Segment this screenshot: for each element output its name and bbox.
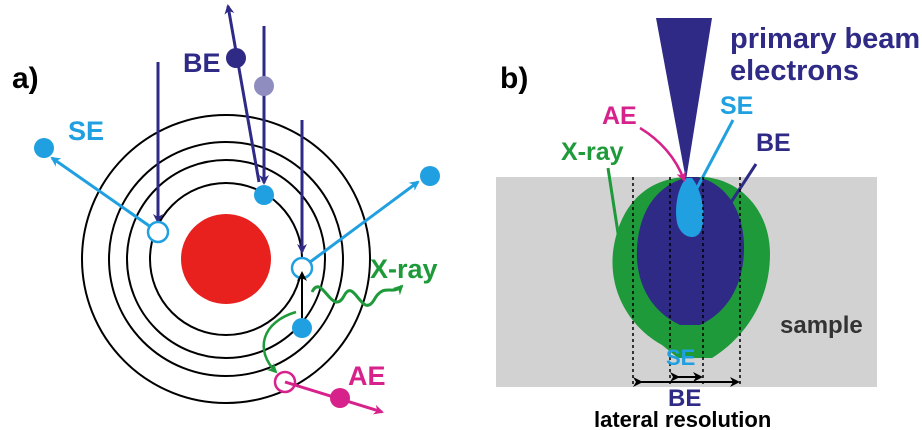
panel-a: a) BE SE X-ray AE xyxy=(12,4,440,415)
lateral-resolution-caption: lateral resolution xyxy=(594,407,771,430)
be-width-label: BE xyxy=(668,385,701,412)
primary-beam-cone xyxy=(656,18,712,180)
secondary-electron-right xyxy=(420,166,440,186)
electron-shell-second xyxy=(126,159,326,359)
panel-b-label: b) xyxy=(500,62,528,95)
ae-label-b: AE xyxy=(602,102,637,130)
se-arrow-right xyxy=(301,180,420,270)
se-interaction-volume xyxy=(676,178,704,237)
xray-label-a: X-ray xyxy=(370,254,438,284)
be-interaction-volume xyxy=(636,177,744,325)
beam-label-line2: electrons xyxy=(730,55,859,87)
electron-shell-third xyxy=(108,141,344,377)
auger-electron xyxy=(330,388,350,408)
se-label-b: SE xyxy=(720,92,753,120)
auger-transfer-arrow xyxy=(262,310,297,374)
incident-electron-ghost xyxy=(254,76,274,96)
se-arrow-left xyxy=(50,156,159,234)
be-label-a: BE xyxy=(183,48,221,78)
se-width-label: SE xyxy=(666,345,695,370)
se-label-a: SE xyxy=(68,116,104,146)
ae-label-a: AE xyxy=(348,361,386,391)
panel-a-label: a) xyxy=(12,62,39,95)
panel-b: b) sample primary beam electrons AE SE B… xyxy=(496,18,920,430)
relaxing-electron xyxy=(292,318,312,338)
hole-inner-shell xyxy=(146,220,170,244)
be-scatter-arrow xyxy=(224,4,261,183)
se-leader-line xyxy=(695,119,735,189)
ae-leader-line xyxy=(639,126,686,182)
hole-middle-shell xyxy=(290,256,314,280)
secondary-electron-left xyxy=(34,138,54,158)
sample-label: sample xyxy=(780,312,863,339)
xray-label-b: X-ray xyxy=(561,138,624,166)
electron-shell-outer xyxy=(81,114,371,404)
beam-label-line1: primary beam xyxy=(730,23,920,55)
atom-nucleus xyxy=(181,214,271,304)
shell-electron-top xyxy=(254,185,274,205)
be-label-b: BE xyxy=(756,129,791,157)
be-leader-line xyxy=(724,163,758,211)
xray-wave xyxy=(310,284,404,307)
xray-leader-line xyxy=(606,167,622,247)
backscattered-electron xyxy=(226,48,246,68)
